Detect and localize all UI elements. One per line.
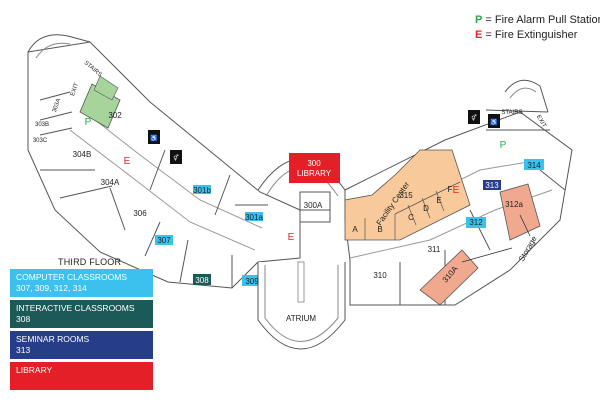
- room-301b-badge: [193, 185, 211, 194]
- room-302-label: 302: [108, 111, 122, 120]
- restroom-glyph-left-b: ⚥: [173, 154, 179, 162]
- category-computer-classrooms: COMPUTER CLASSROOMS 307, 309, 312, 314: [10, 269, 153, 297]
- room-306-label: 306: [133, 209, 147, 218]
- restroom-icon-left-b: [170, 150, 182, 164]
- restroom-glyph-right-b: ♿: [490, 118, 498, 126]
- restroom-glyph-left: ♿: [150, 134, 158, 142]
- room-301a-badge: [245, 212, 263, 221]
- category-title: INTERACTIVE CLASSROOMS: [16, 303, 135, 313]
- room-e-label: E: [436, 196, 441, 205]
- restroom-icon-right-b: [488, 114, 500, 128]
- room-a-label: A: [352, 225, 358, 234]
- room-d-label: D: [423, 204, 429, 213]
- category-rooms: 313: [16, 345, 31, 355]
- restroom-glyph-right: ⚥: [471, 114, 477, 122]
- category-interactive-classrooms: INTERACTIVE CLASSROOMS 308: [10, 300, 153, 328]
- extinguisher-marker-left: E: [124, 156, 131, 167]
- room-c-label: C: [408, 213, 414, 222]
- room-308-label: 308: [195, 276, 209, 285]
- room-308-badge: [193, 274, 211, 285]
- room-314-label: 314: [527, 161, 541, 170]
- stairs-right-label: STAIRS: [501, 110, 522, 116]
- restroom-icon-right: [468, 110, 480, 124]
- room-301a-label: 301a: [245, 213, 263, 222]
- restroom-icon-left: [148, 130, 160, 144]
- room-302-fill-b: [93, 75, 119, 101]
- room-307-label: 307: [157, 236, 171, 245]
- room-312-label: 312: [469, 218, 483, 227]
- room-304b-label: 304B: [73, 150, 92, 159]
- room-314-badge: [524, 159, 544, 170]
- room-300a-label: 300A: [304, 201, 323, 210]
- extinguisher-text: = Fire Extinguisher: [482, 29, 578, 41]
- room-310-label: 310: [373, 271, 387, 280]
- room-304a-label: 304A: [101, 178, 120, 187]
- category-rooms: 307, 309, 312, 314: [16, 283, 87, 293]
- facility-center-fill: [344, 149, 471, 241]
- room-303b-label: 303B: [35, 122, 49, 128]
- room-311-label: 311: [428, 245, 441, 254]
- facility-center-number: 315: [399, 191, 413, 200]
- pull-station-symbol: P: [475, 14, 483, 26]
- pull-station-marker-right: P: [500, 140, 507, 151]
- category-rooms: 308: [16, 314, 31, 324]
- atrium-label: ATRIUM: [286, 314, 316, 323]
- room-b-label: B: [377, 225, 382, 234]
- legend-pull-station: P = Fire Alarm Pull Station: [475, 14, 600, 26]
- category-library: LIBRARY: [10, 362, 153, 390]
- legend-extinguisher: E = Fire Extinguisher: [475, 29, 577, 41]
- room-300-library-label: LIBRARY: [297, 169, 332, 178]
- room-307-badge: [155, 235, 173, 245]
- room-303c-label: 303C: [33, 138, 48, 144]
- extinguisher-symbol: E: [475, 29, 483, 41]
- category-title: SEMINAR ROOMS: [16, 334, 90, 344]
- room-313-badge: [483, 180, 501, 190]
- room-309-badge: [242, 275, 262, 286]
- room-312-badge: [466, 217, 486, 228]
- pull-station-text: = Fire Alarm Pull Station: [482, 14, 600, 26]
- room-309-label: 309: [245, 277, 259, 286]
- room-300-label: 300: [307, 159, 321, 168]
- storage-310a-fill: [419, 249, 479, 306]
- extinguisher-marker-center: E: [288, 232, 295, 243]
- center-block: [257, 158, 346, 350]
- category-title: COMPUTER CLASSROOMS: [16, 272, 127, 282]
- room-303a-label: 303A: [52, 98, 62, 113]
- room-f-label: F: [448, 185, 453, 194]
- room-312a-label: 312a: [505, 200, 523, 209]
- category-title: LIBRARY: [16, 365, 53, 375]
- room-301b-label: 301b: [193, 186, 211, 195]
- storage-312a-fill: [499, 183, 541, 241]
- storage-pointer-a: [461, 247, 513, 263]
- category-seminar-rooms: SEMINAR ROOMS 313: [10, 331, 153, 359]
- floor-title: THIRD FLOOR: [58, 257, 122, 267]
- room-300-library-fill: [289, 153, 340, 183]
- exit-left-label: EXIT: [70, 82, 80, 97]
- extinguisher-marker-right: E: [453, 185, 460, 196]
- pull-station-marker-left: P: [85, 117, 92, 128]
- room-313-label: 313: [485, 181, 499, 190]
- storage-pointer-b: [519, 214, 531, 237]
- left-wing: [27, 34, 301, 289]
